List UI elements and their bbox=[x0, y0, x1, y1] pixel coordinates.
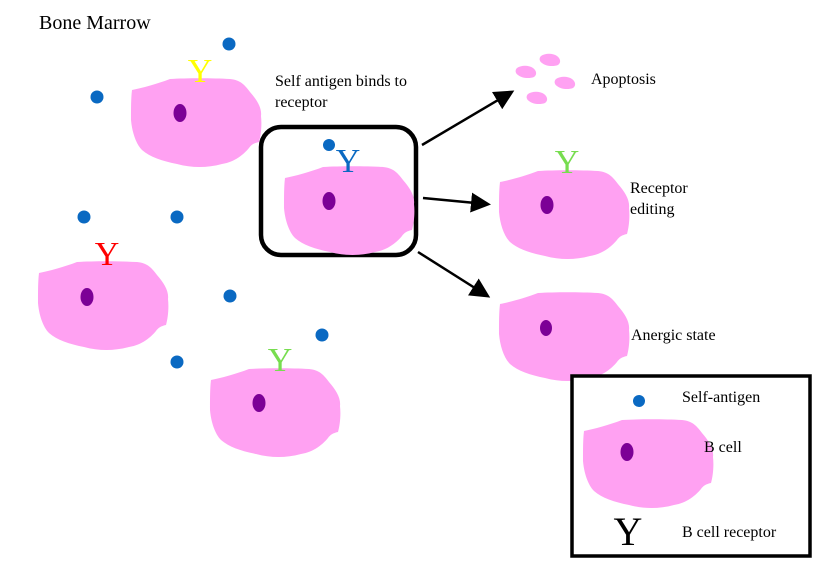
cell-body bbox=[499, 170, 630, 259]
nucleus bbox=[540, 320, 552, 336]
legend: Y bbox=[570, 374, 812, 558]
legend-receptor-icon: Y bbox=[614, 509, 643, 554]
process-label: Self antigen binds to receptor bbox=[275, 71, 407, 113]
fragment bbox=[539, 53, 561, 67]
arrow-to-anergic-state bbox=[417, 250, 491, 298]
receptor-editing-line-1: Receptor bbox=[630, 180, 688, 197]
b-cell-anergic bbox=[499, 292, 630, 381]
fragment bbox=[526, 91, 548, 105]
process-label-line-1: Self antigen binds to bbox=[275, 73, 407, 90]
nucleus bbox=[252, 394, 266, 412]
self-antigen bbox=[90, 90, 104, 104]
self-antigen bbox=[222, 37, 236, 51]
apoptotic-fragments bbox=[515, 53, 576, 105]
nucleus bbox=[173, 104, 187, 122]
outcome-label-receptor-editing: Receptor editing bbox=[630, 178, 688, 220]
legend-label-self-antigen: Self-antigen bbox=[682, 389, 761, 406]
self-antigen bbox=[170, 355, 184, 369]
outcome-label-apoptosis: Apoptosis bbox=[591, 71, 656, 88]
legend-label-b-cell-receptor: B cell receptor bbox=[682, 524, 777, 541]
b-cell-edited-receptor: Y bbox=[499, 144, 630, 259]
arrow-to-receptor-editing bbox=[422, 192, 491, 213]
legend-b-cell-icon bbox=[583, 419, 714, 508]
process-label-line-2: receptor bbox=[275, 94, 328, 111]
legend-label-b-cell: B cell bbox=[704, 439, 742, 456]
cell-body bbox=[499, 292, 630, 381]
binding-event-box: Y bbox=[258, 124, 419, 258]
fragment bbox=[515, 65, 537, 79]
b-cell-yellow-receptor: Y bbox=[131, 53, 262, 167]
self-antigen bbox=[77, 210, 91, 224]
b-cell-red-receptor: Y bbox=[38, 236, 169, 350]
self-antigen bbox=[315, 328, 329, 342]
cell-body bbox=[38, 261, 169, 350]
receptor-yellow-icon: Y bbox=[188, 53, 213, 90]
legend-self-antigen-icon bbox=[633, 395, 645, 407]
cell-body bbox=[131, 78, 262, 167]
receptor-editing-line-2: editing bbox=[630, 201, 675, 218]
nucleus bbox=[540, 196, 554, 214]
nucleus bbox=[322, 192, 336, 210]
self-antigens bbox=[77, 37, 329, 369]
receptor-green-icon: Y bbox=[555, 144, 580, 181]
legend-nucleus bbox=[620, 443, 634, 461]
nucleus bbox=[80, 288, 94, 306]
receptor-blue-icon: Y bbox=[336, 143, 361, 180]
self-antigen bbox=[223, 289, 237, 303]
arrow-to-apoptosis bbox=[421, 90, 515, 147]
bound-self-antigen bbox=[323, 139, 335, 151]
receptor-green-icon: Y bbox=[268, 342, 293, 379]
self-antigen bbox=[170, 210, 184, 224]
outcome-label-anergic-state: Anergic state bbox=[631, 327, 716, 344]
diagram-title: Bone Marrow bbox=[39, 12, 151, 34]
cell-body bbox=[210, 368, 341, 457]
b-cell-green-receptor: Y bbox=[210, 342, 341, 457]
fragment bbox=[554, 76, 576, 90]
receptor-red-icon: Y bbox=[95, 236, 120, 273]
